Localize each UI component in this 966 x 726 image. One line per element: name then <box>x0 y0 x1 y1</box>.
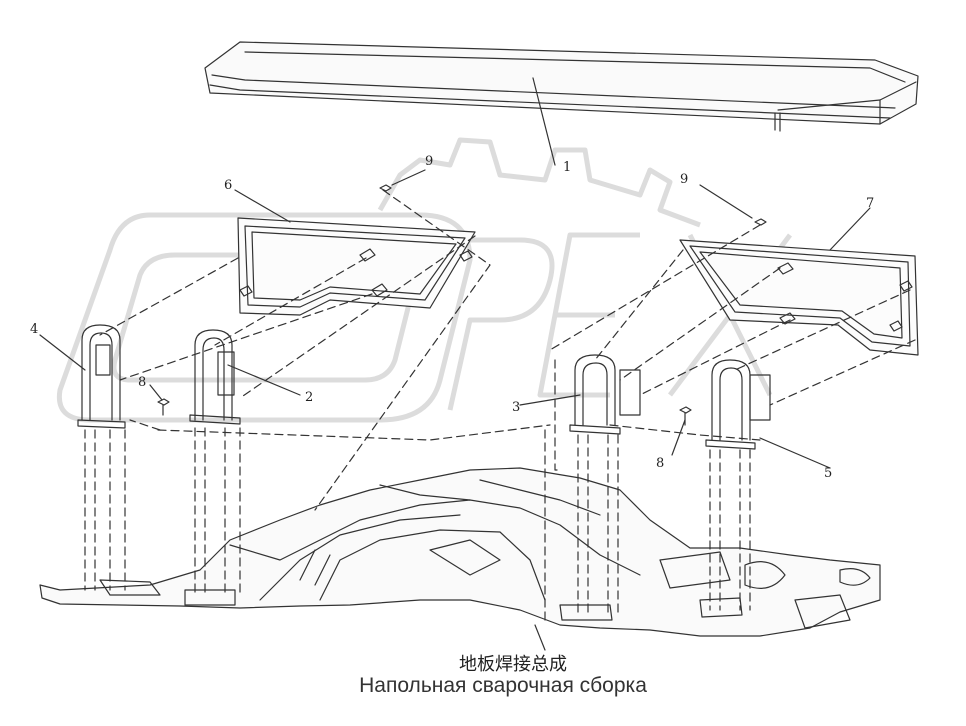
callout-3: 3 <box>512 400 521 415</box>
part-4-bracket <box>77 324 126 429</box>
callout-7: 7 <box>866 196 875 211</box>
callout-4: 4 <box>30 322 39 337</box>
caption-chinese: 地板焊接总成 <box>459 654 567 675</box>
callout-9-right: 9 <box>680 172 689 187</box>
part-2-bracket <box>189 329 241 425</box>
callout-1: 1 <box>563 160 572 175</box>
callout-2: 2 <box>305 390 314 405</box>
part-5-bracket <box>705 359 771 450</box>
callout-8-left: 8 <box>138 375 147 390</box>
callout-6: 6 <box>224 178 233 193</box>
caption-russian: Напольная сварочная сборка <box>0 674 966 698</box>
floor-weld-assembly <box>39 467 881 637</box>
caption-russian-text: Напольная сварочная сборка <box>359 674 647 697</box>
callout-8-right: 8 <box>656 456 665 471</box>
part-1-cover-panel <box>204 41 919 132</box>
part-9-fastener-right <box>754 218 767 226</box>
part-3-bracket <box>569 354 641 435</box>
part-6-left-panel <box>237 217 476 316</box>
part-8-bolt-right <box>679 406 692 426</box>
callout-5: 5 <box>824 466 833 481</box>
part-8-bolt-left <box>157 398 170 416</box>
callout-9-left: 9 <box>425 154 434 169</box>
part-9-fastener-left <box>379 184 392 192</box>
part-7-right-panel <box>679 239 919 356</box>
assembly-guide-lines <box>84 189 916 626</box>
